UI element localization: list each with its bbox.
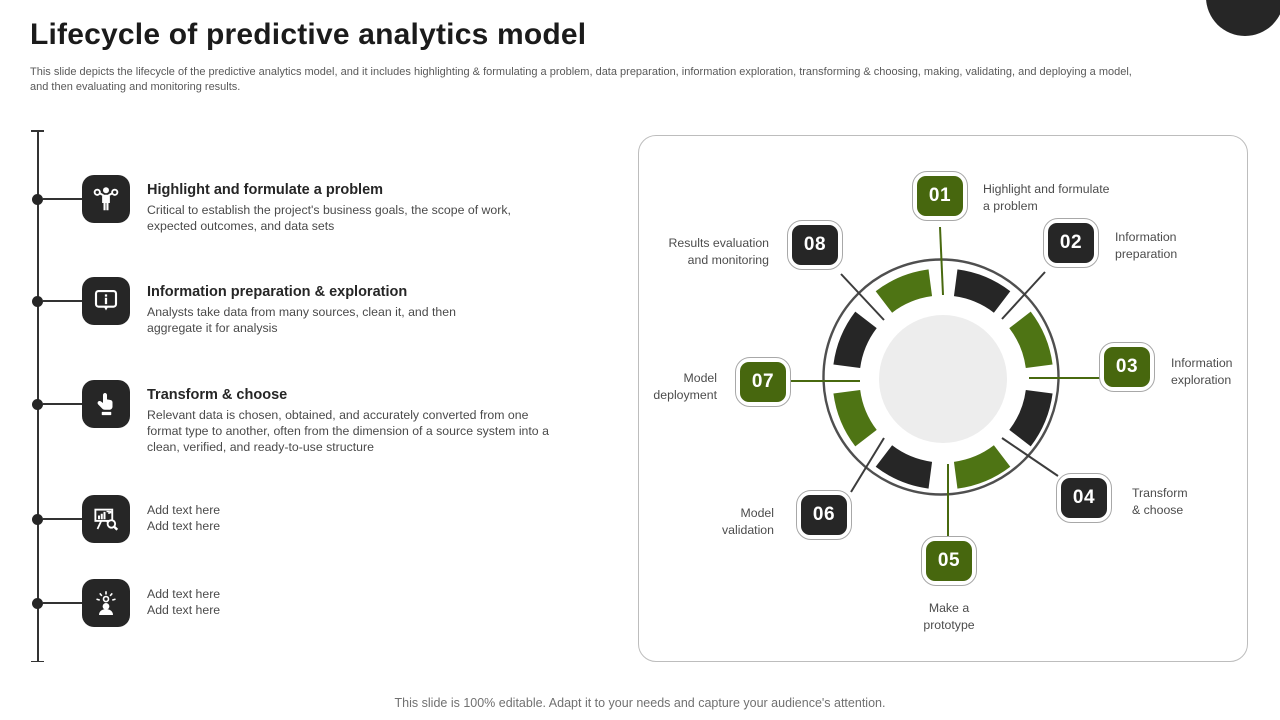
step-label-01: Highlight and formulate a problem (983, 182, 1110, 213)
timeline-dot (32, 598, 43, 609)
cycle-step-04: 04 (1056, 473, 1112, 523)
timeline-item-body: Add text here Add text here (147, 503, 221, 533)
timeline-item-body: Add text here Add text here (147, 587, 221, 617)
timeline-dot (32, 399, 43, 410)
step-label-06: Model validation (722, 506, 774, 537)
cycle-step-02: 02 (1043, 218, 1099, 268)
timeline-item-body: Relevant data is chosen, obtained, and a… (147, 408, 549, 454)
cycle-step-03: 03 (1099, 342, 1155, 392)
timeline-item: Add text here Add text here (0, 579, 620, 627)
cycle-step-08: 08 (787, 220, 843, 270)
cycle-step-01: 01 (912, 171, 968, 221)
footer-note: This slide is 100% editable. Adapt it to… (394, 696, 886, 710)
timeline-item-body: Analysts take data from many sources, cl… (147, 305, 456, 335)
timeline-connector (43, 403, 82, 405)
info-speech-bubble-icon (94, 289, 118, 311)
timeline-icon-box (82, 277, 130, 325)
timeline-item-body: Critical to establish the project's busi… (147, 203, 511, 233)
step-number: 03 (1104, 347, 1150, 387)
timeline-icon-box (82, 380, 130, 428)
page-title: Lifecycle of predictive analytics model (30, 18, 587, 51)
step-number: 01 (917, 176, 963, 216)
cycle-step-06: 06 (796, 490, 852, 540)
cycle-step-05: 05 (921, 536, 977, 586)
cycle-ring (791, 226, 1100, 537)
cycle-diagram-panel: 01 02 03 04 05 06 07 08 Highlight and fo… (638, 135, 1248, 662)
step-number: 08 (792, 225, 838, 265)
timeline-item: Information preparation & exploration An… (0, 277, 620, 335)
timeline-connector (43, 518, 82, 520)
timeline-icon-box (82, 175, 130, 223)
step-number: 02 (1048, 223, 1094, 263)
step-label-03: Information exploration (1171, 356, 1233, 387)
timeline-item-title: Information preparation & exploration (147, 284, 408, 300)
timeline-item: Transform & choose Relevant data is chos… (0, 380, 620, 454)
presentation-analysis-icon (94, 508, 119, 531)
timeline-item: Highlight and formulate a problem Critic… (0, 175, 620, 233)
timeline-connector (43, 198, 82, 200)
timeline-icon-box (82, 579, 130, 627)
step-number: 06 (801, 495, 847, 535)
ring-arcs (833, 269, 1053, 489)
timeline-connector (43, 602, 82, 604)
timeline-axis (37, 130, 39, 662)
timeline-connector (43, 300, 82, 302)
step-label-08: Results evaluation and monitoring (668, 236, 769, 267)
timeline-item: Add text here Add text here (0, 495, 620, 543)
timeline-item-title: Transform & choose (147, 387, 288, 403)
balance-person-icon (93, 187, 119, 211)
timeline-axis-top-cap (31, 130, 44, 132)
step-label-04: Transform & choose (1132, 486, 1188, 517)
step-label-05: Make a prototype (923, 601, 975, 632)
step-number: 04 (1061, 478, 1107, 518)
timeline-dot (32, 194, 43, 205)
timeline-item-title: Highlight and formulate a problem (147, 182, 384, 198)
timeline-dot (32, 514, 43, 525)
idea-person-icon (96, 591, 116, 615)
timeline-dot (32, 296, 43, 307)
corner-decoration-circle (1206, 0, 1280, 36)
step-connector-lines (791, 226, 1100, 537)
timeline-axis-bottom-cap (31, 660, 44, 662)
slide-description: This slide depicts the lifecycle of the … (30, 66, 1132, 93)
step-label-02: Information preparation (1115, 230, 1178, 261)
pointing-hand-icon (97, 393, 113, 416)
cycle-step-07: 07 (735, 357, 791, 407)
ring-inner-circle (879, 315, 1007, 443)
step-number: 05 (926, 541, 972, 581)
timeline-icon-box (82, 495, 130, 543)
step-label-07: Model deployment (653, 371, 717, 402)
step-number: 07 (740, 362, 786, 402)
